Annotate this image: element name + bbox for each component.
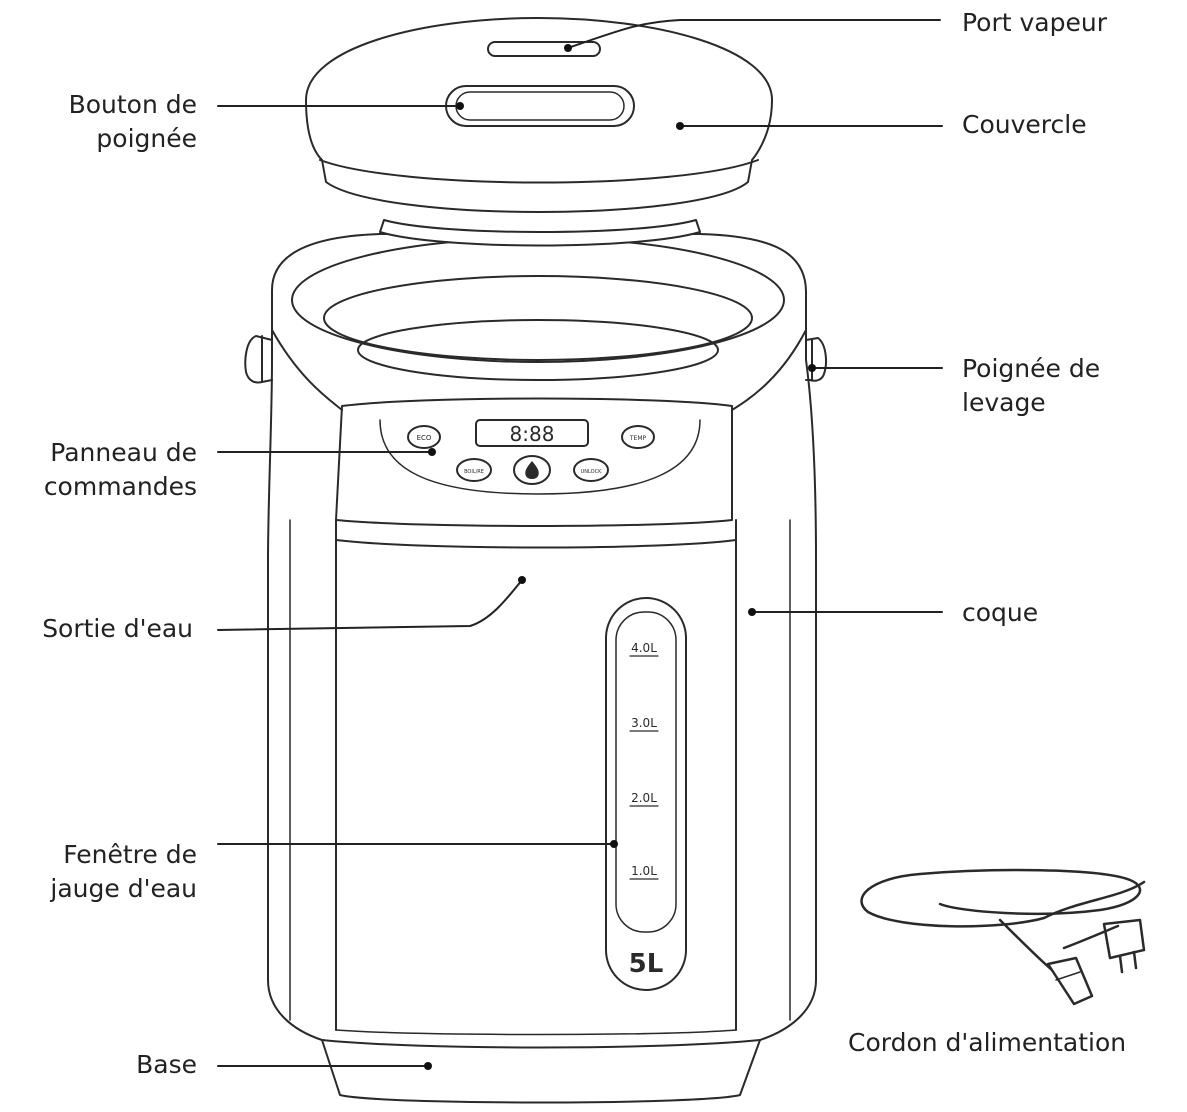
- lcd-text: 8:88: [510, 422, 555, 446]
- lid: [305, 17, 773, 247]
- water-gauge-window: 4.0L 3.0L 2.0L 1.0L 5L: [605, 597, 687, 991]
- lift-handle-right: [805, 337, 827, 382]
- lcd-display: [475, 419, 589, 447]
- label-power-cord: Cordon d'alimentation: [848, 1028, 1127, 1057]
- label-base: Base: [136, 1050, 197, 1079]
- power-cord: [860, 868, 1146, 1006]
- pot-body: [267, 233, 817, 1104]
- gauge-mark-4: 4.0L: [631, 641, 657, 655]
- label-steam-port: Port vapeur: [962, 8, 1107, 37]
- dispense-button: [513, 455, 551, 485]
- label-shell: coque: [962, 598, 1039, 627]
- label-lift-handle: Poignée de levage: [962, 354, 1101, 417]
- boil-button: [456, 458, 492, 482]
- eco-button: [407, 425, 441, 449]
- label-handle-knob: Bouton de poignée: [68, 90, 197, 153]
- svg-text:BOIL/RE: BOIL/RE: [464, 469, 484, 475]
- gauge-mark-1: 1.0L: [631, 864, 657, 878]
- gauge-mark-2: 2.0L: [631, 791, 657, 805]
- leader-dots: [424, 44, 816, 1070]
- label-lid: Couvercle: [962, 110, 1087, 139]
- gauge-mark-3: 3.0L: [631, 716, 657, 730]
- leader-lines: [217, 19, 943, 1067]
- svg-text:UNLOCK: UNLOCK: [581, 469, 602, 475]
- appliance-connector: [1046, 956, 1094, 1006]
- unlock-button: [573, 458, 609, 482]
- water-drop-icon: [525, 461, 539, 479]
- svg-text:TEMP: TEMP: [629, 435, 647, 442]
- label-gauge-window: Fenêtre de jauge d'eau: [50, 840, 197, 903]
- label-control-panel: Panneau de commandes: [43, 438, 197, 501]
- svg-text:ECO: ECO: [417, 434, 432, 442]
- plug: [1102, 918, 1146, 960]
- gauge-capacity: 5L: [629, 949, 664, 979]
- label-water-outlet: Sortie d'eau: [42, 614, 193, 643]
- lift-handle-left: [244, 335, 273, 384]
- steam-port: [487, 41, 601, 57]
- control-panel: 8:88 ECO TEMP BOIL/RE UNLOCK: [335, 397, 737, 549]
- temp-button: [621, 425, 655, 449]
